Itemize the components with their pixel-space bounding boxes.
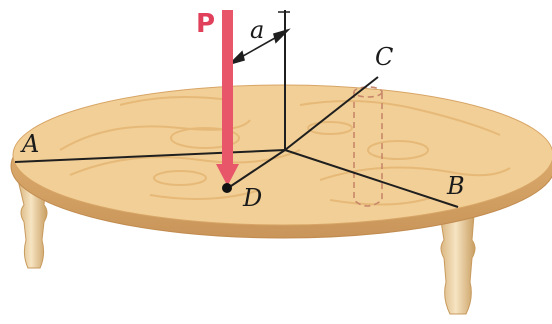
line-center-to-d <box>227 149 286 189</box>
label-distance-a: a <box>250 16 264 44</box>
hidden-leg <box>353 86 383 207</box>
line-center-to-c <box>284 76 379 151</box>
leg-right <box>439 214 476 315</box>
line-center-to-b <box>284 149 459 208</box>
label-point-a: A <box>20 130 39 158</box>
label-point-d: D <box>242 184 262 212</box>
dimension-a <box>227 28 291 66</box>
table-top-surface <box>12 84 552 226</box>
table-top <box>10 84 552 239</box>
support-lines <box>14 10 459 208</box>
force-arrow-shaft <box>222 10 233 168</box>
line-a-to-center <box>14 149 286 163</box>
leg-left <box>17 179 48 269</box>
label-point-b: B <box>446 172 465 200</box>
label-point-c: C <box>375 43 393 71</box>
force-arrow <box>216 10 239 186</box>
force-arrow-head <box>216 164 239 186</box>
label-force-p: P <box>196 9 215 39</box>
point-d-marker <box>222 183 232 193</box>
table-legs <box>17 179 476 315</box>
